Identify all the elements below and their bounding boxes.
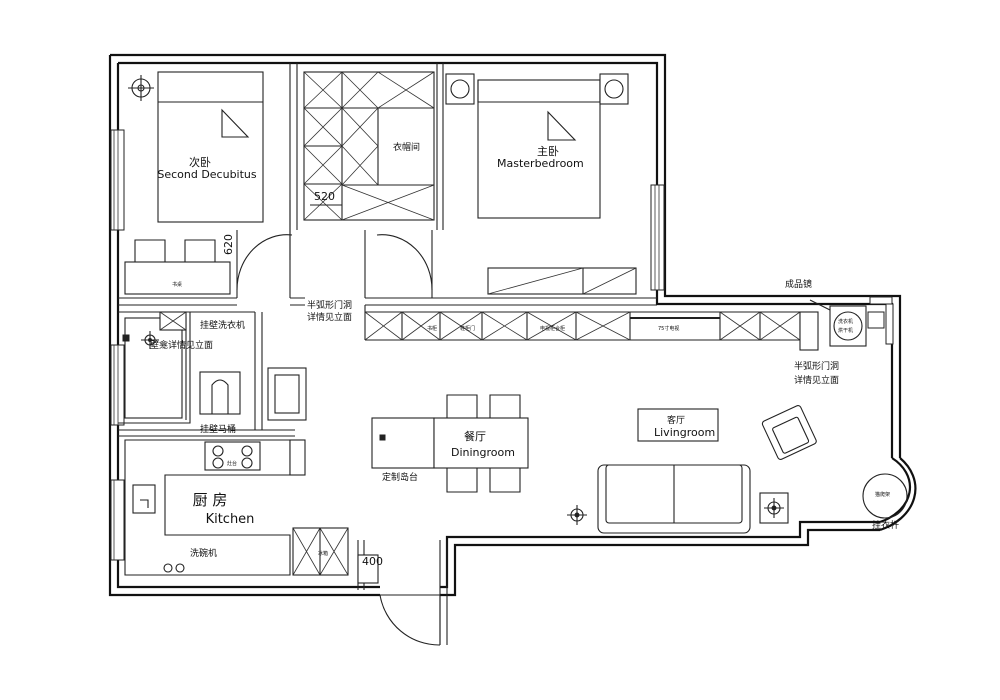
light-symbol-3	[141, 331, 159, 349]
stove-label: 灶台	[227, 460, 237, 467]
dim-400: 400	[362, 555, 383, 568]
living-en: Livingroom	[654, 426, 715, 439]
master-bedroom-en: Masterbedroom	[497, 157, 584, 170]
second-bedroom-cn: 次卧	[189, 155, 211, 169]
arch-door-2-label: 半弧形门洞	[794, 360, 839, 372]
fridge-label: 冰箱	[318, 550, 328, 557]
cat-tree-label: 猫爬架	[875, 491, 890, 498]
balcony	[809, 299, 908, 519]
dim-520: 520	[314, 190, 335, 203]
cab-label-3: 电视柜合柜	[540, 325, 565, 332]
dim-620: 620	[222, 234, 235, 255]
cloakroom	[303, 71, 435, 221]
kitchen-en: Kitchen	[206, 512, 255, 527]
dining-en: Diningroom	[451, 446, 515, 459]
wall-washer-label: 挂壁洗衣机	[200, 319, 245, 331]
tv-label: 75寸电视	[658, 325, 679, 332]
mirror-label: 成品镜	[785, 278, 812, 290]
light-symbol-2	[764, 498, 784, 518]
niche-detail-label: 壁龛详情见立面	[150, 339, 213, 351]
windows	[110, 129, 894, 561]
living-room	[597, 405, 817, 534]
cab-label-2: 鞋柜门	[460, 325, 475, 332]
dryer-label: 烘干机	[838, 327, 853, 334]
kitchen	[124, 439, 349, 576]
master-bedroom	[445, 73, 637, 295]
ceiling-lights	[141, 331, 784, 525]
dining-cn: 餐厅	[464, 429, 486, 443]
outer-walls	[108, 53, 917, 597]
hanging-rod-label: 挂衣杆	[872, 519, 899, 531]
cab-label-1: 书柜	[427, 325, 437, 332]
bathroom	[122, 311, 307, 421]
arch-door-1-detail: 详情见立面	[307, 311, 352, 323]
arch-door-1-label: 半弧形门洞	[307, 299, 352, 311]
desk-label: 书桌	[172, 281, 182, 288]
dining	[371, 394, 529, 493]
wall-toilet-label: 挂壁马桶	[200, 423, 236, 435]
living-cn: 客厅	[667, 414, 685, 426]
second-bedroom: 书桌	[124, 71, 291, 295]
entry-door	[357, 554, 441, 646]
washer-label: 洗衣机	[838, 318, 853, 325]
dishwasher-label: 洗碗机	[190, 547, 217, 559]
master-bedroom-cn: 主卧	[537, 145, 559, 158]
second-bedroom-en: Second Decubitus	[157, 168, 257, 181]
light-symbol-1	[567, 505, 587, 525]
storage-wall	[364, 311, 819, 351]
cloakroom-label: 衣帽间	[393, 141, 420, 153]
kitchen-cn: 厨 房	[193, 491, 228, 509]
island-label: 定制岛台	[382, 471, 418, 483]
arch-door-2-detail: 详情见立面	[794, 374, 839, 386]
